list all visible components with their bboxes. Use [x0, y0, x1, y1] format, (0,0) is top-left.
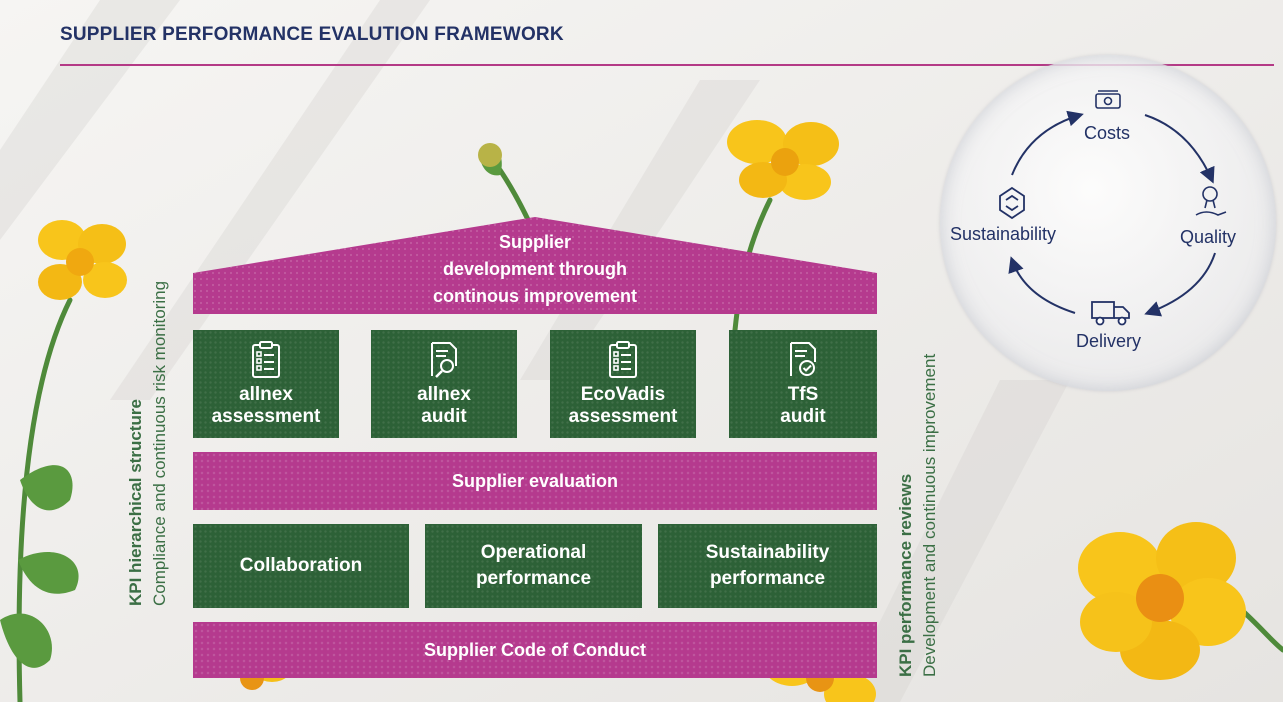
money-icon — [1095, 90, 1121, 109]
pillar-allnex-audit: allnex audit — [371, 330, 517, 438]
cycle-delivery-label: Delivery — [1076, 331, 1142, 351]
foundation-band: Supplier Code of Conduct — [193, 622, 877, 678]
pillar-line-1: Operational — [480, 542, 587, 563]
pillar-line-1: allnex — [417, 384, 471, 405]
quality-hand-icon — [1195, 186, 1227, 216]
pillar-line-1: Collaboration — [239, 555, 363, 576]
left-side-label: KPI hierarchical structure Compliance an… — [126, 281, 170, 606]
audit-magnifier-icon — [431, 342, 457, 378]
roof-line-3: continous improvement — [432, 286, 638, 306]
pillar-tfs-audit: TfS audit — [729, 330, 877, 438]
right-side-main: KPI performance reviews — [896, 473, 915, 677]
pillar-line-2: performance — [709, 568, 826, 589]
roof-line-2: development through — [443, 259, 627, 279]
roof-line-1: Supplier — [498, 232, 571, 252]
checklist-icon — [609, 341, 637, 378]
supplier-evaluation-band: Supplier evaluation — [193, 452, 877, 510]
foundation-label: Supplier Code of Conduct — [424, 639, 646, 660]
pillar-line-2: performance — [475, 568, 592, 589]
pillar-ecovadis-assessment: EcoVadis assessment — [550, 330, 696, 438]
supplier-evaluation-label: Supplier evaluation — [451, 470, 619, 491]
checklist-icon — [252, 341, 280, 378]
pillar-line-1: EcoVadis — [580, 384, 666, 405]
pillar-sustainability-performance: Sustainability performance — [658, 524, 877, 608]
roof-label: Supplier development through continous i… — [193, 229, 877, 310]
left-side-main: KPI hierarchical structure — [126, 399, 145, 606]
pillar-collaboration: Collaboration — [193, 524, 409, 608]
title-divider — [60, 64, 1274, 66]
pillar-line-1: Sustainability — [705, 542, 830, 563]
cycle-quality-label: Quality — [1180, 227, 1237, 247]
audit-check-icon — [790, 342, 816, 376]
pillar-allnex-assessment: allnex assessment — [193, 330, 339, 438]
right-side-sub: Development and continuous improvement — [920, 353, 939, 677]
cycle-sustainability-label: Sustainability — [950, 224, 1057, 244]
pillar-line-2: audit — [780, 406, 826, 427]
pillar-line-1: TfS — [787, 384, 819, 405]
right-side-label: KPI performance reviews Development and … — [896, 354, 940, 677]
kpi-cycle-bubble — [940, 55, 1276, 391]
pillar-line-1: allnex — [239, 384, 293, 405]
pillar-line-2: audit — [421, 406, 467, 427]
pillar-operational-performance: Operational performance — [425, 524, 642, 608]
recycle-icon — [999, 186, 1025, 220]
pillar-line-2: assessment — [568, 406, 678, 427]
pillar-line-2: assessment — [211, 406, 321, 427]
truck-icon — [1091, 301, 1130, 326]
cycle-costs-label: Costs — [1084, 123, 1131, 143]
cycle-arrows — [999, 90, 1227, 326]
page-title: SUPPLIER PERFORMANCE EVALUTION FRAMEWORK — [60, 24, 564, 45]
left-side-sub: Compliance and continuous risk monitorin… — [150, 280, 169, 606]
